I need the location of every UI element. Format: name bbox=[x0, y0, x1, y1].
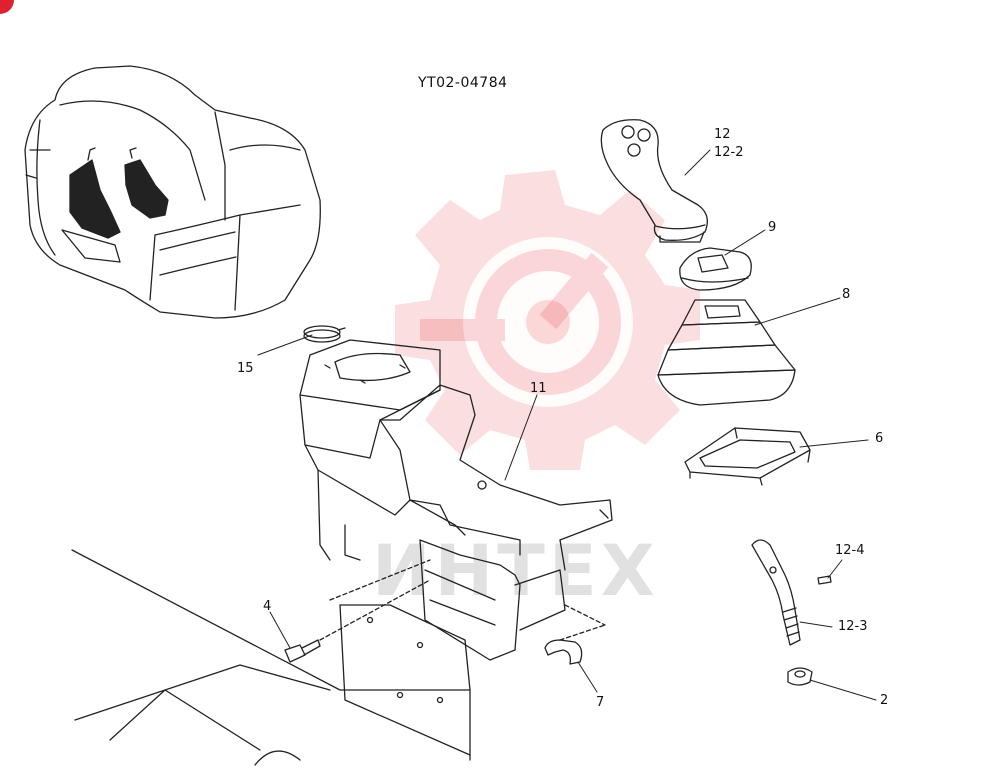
lever-shaft-illustration bbox=[751, 539, 801, 646]
pin-illustration bbox=[817, 575, 832, 585]
joystick-grip-illustration bbox=[600, 119, 708, 243]
part-label-15: 15 bbox=[237, 361, 254, 376]
cab-overview-illustration bbox=[24, 65, 321, 319]
part-label-2: 2 bbox=[880, 693, 889, 708]
floor-panel-illustration bbox=[71, 549, 471, 766]
part-label-12-4: 12-4 bbox=[835, 543, 865, 558]
part-label-4: 4 bbox=[263, 599, 272, 614]
console-plate-illustration bbox=[684, 427, 811, 486]
assembly-guide-lines bbox=[319, 559, 606, 641]
clip-illustration bbox=[303, 325, 346, 343]
boot-cap-illustration bbox=[679, 247, 752, 291]
bolt-illustration bbox=[284, 639, 321, 663]
part-label-12-3: 12-3 bbox=[838, 619, 868, 634]
part-label-12: 12 bbox=[714, 127, 731, 142]
part-label-12-2: 12-2 bbox=[714, 145, 744, 160]
console-stand-illustration bbox=[299, 339, 613, 661]
drawing-code: YT02-04784 bbox=[418, 75, 508, 91]
leader-lines bbox=[257, 149, 877, 701]
part-label-7: 7 bbox=[596, 695, 605, 710]
nut-illustration bbox=[787, 667, 813, 686]
bracket-illustration bbox=[544, 639, 583, 665]
rubber-boot-illustration bbox=[657, 299, 796, 406]
part-label-11: 11 bbox=[530, 381, 547, 396]
part-label-9: 9 bbox=[768, 220, 777, 235]
part-label-6: 6 bbox=[875, 431, 884, 446]
part-label-8: 8 bbox=[842, 287, 851, 302]
watermark-text: ИНТЕХ bbox=[372, 530, 659, 612]
